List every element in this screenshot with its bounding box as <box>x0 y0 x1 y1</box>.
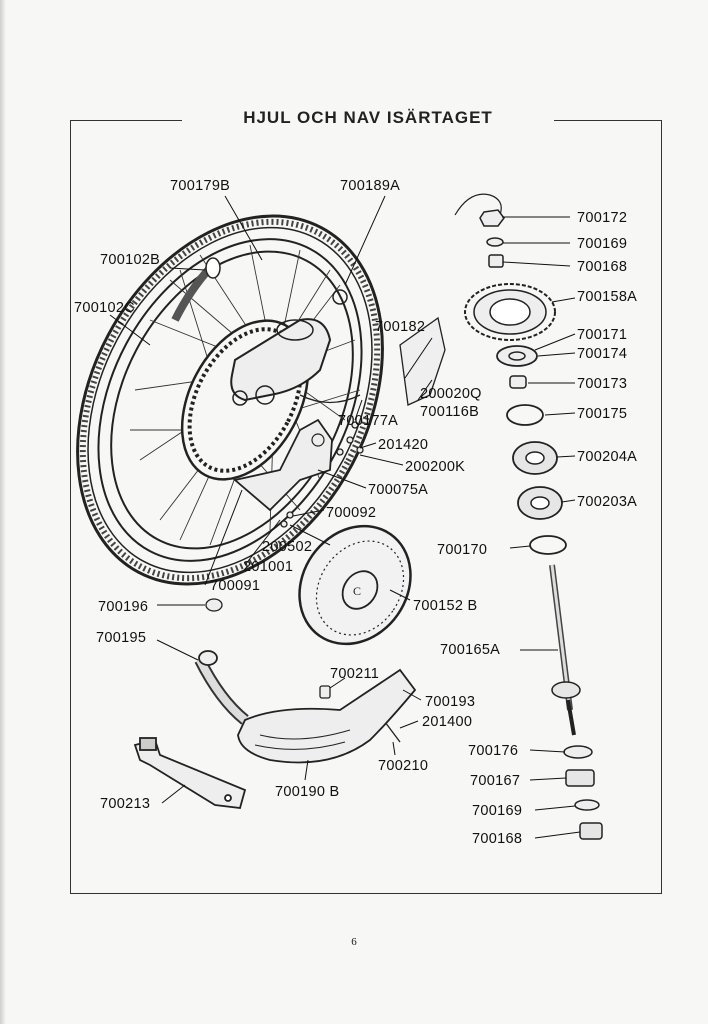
wheel-assembly <box>76 214 384 586</box>
label-700158a: 700158A <box>577 289 637 305</box>
label-700210: 700210 <box>378 758 428 774</box>
label-700092: 700092 <box>326 505 376 521</box>
label-700174: 700174 <box>577 346 627 362</box>
exploded-parts-column <box>454 193 603 840</box>
label-700102b: 700102B <box>100 252 160 268</box>
label-700196: 700196 <box>98 599 148 615</box>
label-700169-bottom: 700169 <box>472 803 522 819</box>
part-number-labels: 700179B 700189A 700102B 700102C 700182 7… <box>74 178 637 847</box>
label-700075a: 700075A <box>368 482 428 498</box>
label-700173: 700173 <box>577 376 627 392</box>
label-700182: 700182 <box>375 319 425 335</box>
label-700204a: 700204A <box>577 449 637 465</box>
label-700169-top: 700169 <box>577 236 627 252</box>
svg-text:C: C <box>353 584 361 598</box>
label-700171: 700171 <box>577 327 627 343</box>
label-700165a: 700165A <box>440 642 500 658</box>
label-700152b: 700152 B <box>413 598 478 614</box>
page-number: 6 <box>351 936 357 948</box>
hub-cover-700152b: C <box>298 524 412 646</box>
label-201420: 201420 <box>378 437 428 453</box>
label-700170: 700170 <box>437 542 487 558</box>
label-700168-bottom: 700168 <box>472 831 522 847</box>
label-700091: 700091 <box>210 578 260 594</box>
page-edge-shadow <box>0 0 6 1024</box>
label-201400: 201400 <box>422 714 472 730</box>
label-700102c: 700102C <box>74 300 135 316</box>
title-gap <box>182 112 554 128</box>
brake-arm-and-kickstand <box>133 650 417 809</box>
label-700177a: 700177A <box>338 413 398 429</box>
label-700213: 700213 <box>100 796 150 812</box>
label-700193: 700193 <box>425 694 475 710</box>
label-700167: 700167 <box>470 773 520 789</box>
label-700116b: 700116B <box>420 404 479 420</box>
label-700172: 700172 <box>577 210 627 226</box>
label-200200k: 200200K <box>405 459 465 475</box>
label-700175: 700175 <box>577 406 627 422</box>
page-title: HJUL OCH NAV ISÄRTAGET <box>243 108 493 127</box>
label-700203a: 700203A <box>577 494 637 510</box>
label-700211: 700211 <box>330 666 379 682</box>
label-700190b: 700190 B <box>275 784 340 800</box>
label-700189a: 700189A <box>340 178 400 194</box>
label-700168-top: 700168 <box>577 259 627 275</box>
label-700179b: 700179B <box>170 178 230 194</box>
label-700195: 700195 <box>96 630 146 646</box>
label-201001: 201001 <box>243 559 293 575</box>
label-200020q: 200020Q <box>420 386 482 402</box>
leader-lines <box>109 195 581 839</box>
label-200502: 200502 <box>262 539 312 555</box>
label-700176: 700176 <box>468 743 518 759</box>
